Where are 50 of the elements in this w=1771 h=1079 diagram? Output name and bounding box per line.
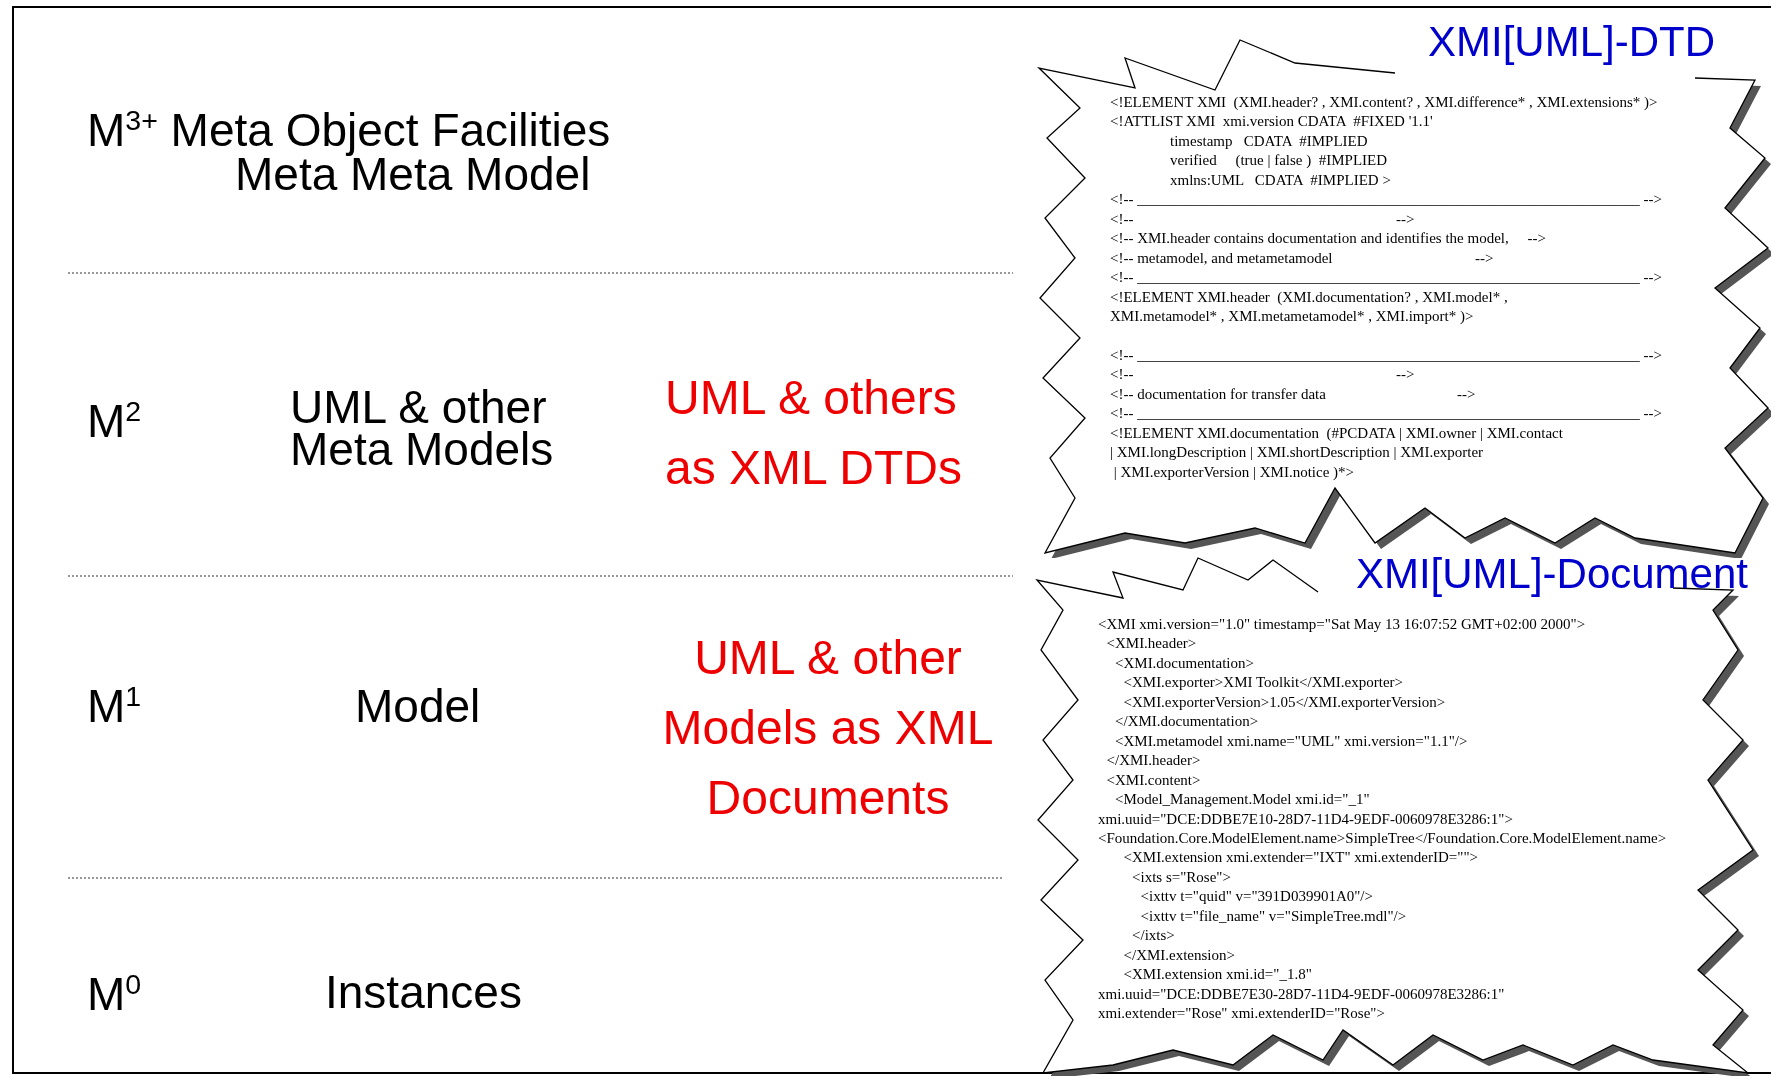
- code-line: <!-- metamodel, and metametamodel -->: [1110, 248, 1494, 268]
- mapping-note: UML & other Models as XML Documents: [661, 630, 995, 826]
- code-line: | XMI.longDescription | XMI.shortDescription | XMI.exporter: [1110, 443, 1484, 463]
- code-line: | XMI.exporterVersion | XMI.notice )*>: [1112, 462, 1354, 482]
- mapping-note: UML & others as XML DTDs: [665, 370, 963, 496]
- code-line: <!-- ___________________________________________________________________ -->: [1110, 190, 1662, 210]
- code-line: <!-- XMI.header contains documentation and identifies the model, -->: [1110, 229, 1546, 249]
- code-line: <Foundation.Core.ModelElement.name>SimpleTree</Foundation.Core.ModelElement.name>: [1098, 828, 1667, 848]
- code-line: <XMI xmi.version="1.0" timestamp="Sat May 13 16:07:52 GMT+02:00 2000">: [1098, 615, 1586, 634]
- code-line: </XMI.documentation>: [1115, 712, 1259, 732]
- layer-description: UML & other Meta Models: [290, 386, 555, 470]
- code-line: <XMI.header>: [1106, 634, 1197, 654]
- code-line: <!-- ___________________________________________________________________ -->: [1110, 345, 1662, 365]
- callout-title: XMI[UML]-DTD: [1428, 18, 1715, 67]
- level-label: M$^{2}$: [87, 398, 142, 444]
- code-line: <XMI.documentation>: [1115, 653, 1254, 673]
- code-line: <XMI.content>: [1106, 770, 1201, 790]
- code-line: verified (true | false ) #IMPLIED: [1170, 151, 1388, 171]
- code-line: <XMI.exporterVersion>1.05</XMI.exporterVersion>: [1123, 692, 1446, 712]
- code-line: XMI.metamodel* , XMI.metametamodel* , XMI.import* )>: [1110, 306, 1474, 326]
- layer-description: Model: [355, 683, 481, 729]
- code-line: <!-- documentation for transfer data -->: [1110, 384, 1476, 404]
- code-line: <!-- ___________________________________________________________________ -->: [1110, 404, 1662, 424]
- level-label: M$^{1}$: [87, 683, 142, 729]
- code-line: </XMI.header>: [1106, 751, 1201, 771]
- callout-title: XMI[UML]-Document: [1355, 550, 1748, 599]
- code-line: <!-- -->: [1110, 209, 1415, 229]
- code-line: <ixttv t="quid" v="391D039901A0"/>: [1140, 887, 1373, 907]
- code-line: </ixts>: [1132, 926, 1175, 946]
- code-line: <ixttv t="file_name" v="SimpleTree.mdl"/>: [1140, 906, 1407, 926]
- level-label: M$^{0}$: [87, 971, 142, 1017]
- code-line: <!-- -->: [1110, 365, 1415, 385]
- code-line: <!ATTLIST XMI xmi.version CDATA #FIXED '1.1': [1110, 112, 1433, 132]
- layer-description: Instances: [325, 969, 522, 1015]
- code-line: <!ELEMENT XMI.documentation (#PCDATA | XMI.owner | XMI.contact: [1110, 423, 1563, 443]
- code-line: <XMI.extension xmi.id="_1.8": [1123, 965, 1312, 985]
- code-line: </XMI.extension>: [1123, 945, 1235, 965]
- code-line: xmi.extender="Rose" xmi.extenderID="Rose">: [1098, 1004, 1385, 1023]
- code-line: <!-- ___________________________________________________________________ -->: [1110, 268, 1662, 288]
- code-line: xmi.uuid="DCE:DDBE7E10-28D7-11D4-9EDF-0060978E3286:1">: [1098, 809, 1513, 829]
- code-line: <Model_Management.Model xmi.id="_1": [1115, 790, 1370, 810]
- code-line: <XMI.exporter>XMI Toolkit</XMI.exporter>: [1123, 673, 1404, 693]
- code-line: xmlns:UML CDATA #IMPLIED >: [1170, 170, 1391, 190]
- code-line: <ixts s="Rose">: [1132, 867, 1231, 887]
- code-line: <!ELEMENT XMI.header (XMI.documentation? , XMI.model* ,: [1110, 287, 1508, 307]
- code-line: <!ELEMENT XMI (XMI.header? , XMI.content? , XMI.difference* , XMI.extensions* )>: [1110, 93, 1658, 112]
- code-line: xmi.uuid="DCE:DDBE7E30-28D7-11D4-9EDF-0060978E3286:1": [1098, 984, 1505, 1004]
- code-line: <XMI.extension xmi.extender="IXT" xmi.extenderID="">: [1123, 848, 1478, 868]
- code-line: timestamp CDATA #IMPLIED: [1170, 131, 1368, 151]
- code-line: <XMI.metamodel xmi.name="UML" xmi.version="1.1"/>: [1115, 731, 1468, 751]
